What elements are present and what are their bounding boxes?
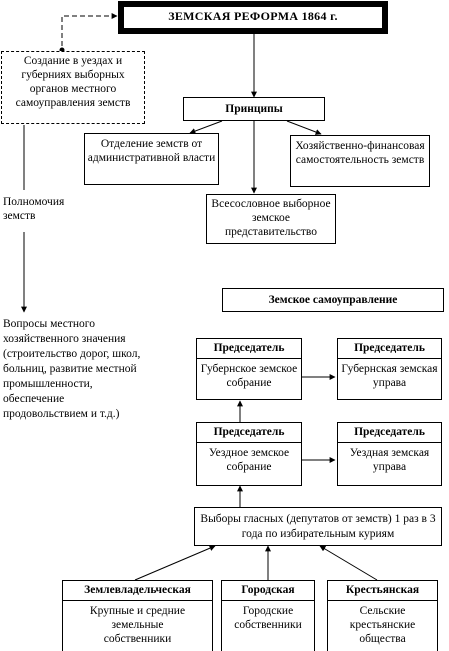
self-government-box: Земское самоуправление	[222, 288, 444, 312]
chairman-label: Председатель	[338, 339, 441, 359]
curia-name: Землевладельческая	[63, 581, 212, 601]
chairman-label: Председатель	[197, 339, 301, 359]
elections-box: Выборы гласных (депутатов от земств) 1 р…	[194, 507, 442, 546]
district-assembly-label: Уездное земское собрание	[208, 447, 290, 473]
title-creation-link	[61, 13, 118, 50]
curia-desc: Сельские крестьянские общества	[349, 605, 416, 645]
curia-desc: Крупные и средние земельные собственники	[89, 605, 186, 645]
provincial-assembly-box: Председатель Губернское земское собрание	[196, 338, 302, 400]
curia-left-arrow	[134, 545, 216, 581]
provincial-assembly-label: Губернское земское собрание	[200, 363, 298, 389]
issues-text: Вопросы местного хозяйственного значения…	[3, 318, 141, 420]
curia-name: Городская	[222, 581, 314, 601]
curia-landowners-box: Землевладельческая Крупные и средние зем…	[62, 580, 213, 651]
district-assembly-box: Председатель Уездное земское собрание	[196, 422, 302, 486]
curia-name: Крестьянская	[328, 581, 437, 601]
curia-desc: Городские собственники	[234, 605, 302, 631]
financial-box: Хозяйственно-финансовая самостоятельност…	[290, 135, 430, 187]
principles-financial-arrow	[286, 120, 322, 135]
provincial-board-label: Губернская земская управа	[341, 363, 438, 389]
chairman-label: Председатель	[338, 423, 441, 443]
curia-right-arrow	[319, 545, 378, 581]
principles-box: Принципы	[183, 97, 325, 121]
provincial-board-box: Председатель Губернская земская управа	[337, 338, 442, 400]
curia-peasant-box: Крестьянская Сельские крестьянские общес…	[327, 580, 438, 651]
principles-separation-arrow	[189, 120, 223, 134]
separation-box: Отделение земств от административной вла…	[84, 133, 219, 185]
reform-title: ЗЕМСКАЯ РЕФОРМА 1864 г.	[118, 1, 388, 34]
all-estate-box: Всесословное выборное земское представит…	[206, 194, 336, 244]
chairman-label: Председатель	[197, 423, 301, 443]
district-board-box: Председатель Уездная земская управа	[337, 422, 442, 486]
district-board-label: Уездная земская управа	[349, 447, 430, 473]
curia-urban-box: Городская Городские собственники	[221, 580, 315, 651]
powers-label: Полномочия земств	[3, 196, 65, 222]
creation-box: Создание в уездах и губерниях выборных о…	[1, 51, 145, 124]
